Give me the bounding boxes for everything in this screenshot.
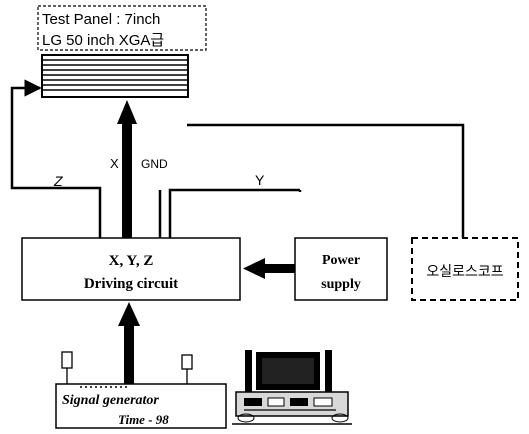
power-supply-box: Power supply	[294, 237, 388, 301]
signal-arrow	[118, 302, 140, 384]
gnd-label: GND	[141, 157, 168, 171]
computer-icon	[232, 350, 352, 425]
y-wire: Y	[158, 123, 465, 238]
x-wire-left: Z	[10, 79, 102, 238]
test-panel	[41, 54, 189, 98]
power-supply-line1: Power	[322, 253, 360, 268]
center-up-arrow	[117, 100, 137, 238]
signal-generator-line2: Time - 98	[118, 412, 169, 427]
z-wire-label: Z	[53, 173, 63, 189]
y-label: Y	[255, 172, 265, 188]
test-panel-line1: Test Panel : 7inch	[42, 11, 160, 28]
oscilloscope-box: 오실로스코프	[411, 237, 519, 301]
test-panel-line2: LG 50 inch XGA급	[42, 32, 164, 49]
test-panel-caption: Test Panel : 7inch LG 50 inch XGA급	[37, 5, 207, 51]
driving-circuit-box: X, Y, Z Driving circuit	[21, 237, 241, 301]
power-supply-line2: supply	[321, 277, 361, 292]
signal-generator-line1: Signal generator	[62, 393, 159, 408]
x-label: X	[110, 156, 119, 171]
power-arrow	[243, 258, 295, 279]
oscilloscope-label: 오실로스코프	[426, 263, 503, 279]
driving-circuit-line1: X, Y, Z	[109, 253, 154, 269]
driving-circuit-line2: Driving circuit	[84, 276, 178, 292]
signal-generator: Signal generator Time - 98	[55, 351, 227, 429]
